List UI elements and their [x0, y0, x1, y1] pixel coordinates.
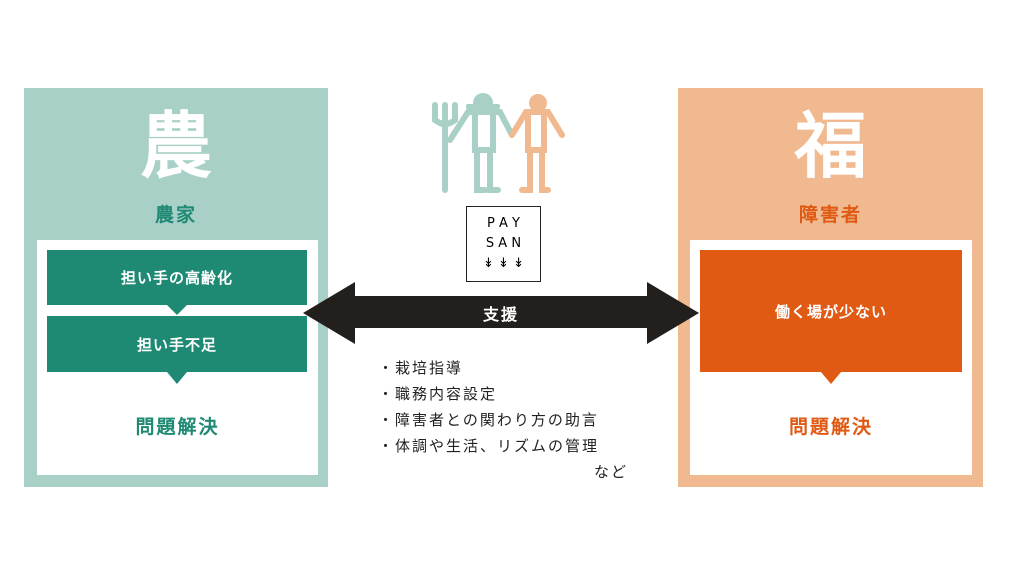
farmer-inner-box: 担い手の高齢化 担い手不足 問題解決	[37, 240, 318, 475]
few-workplaces-box: 働く場が少ない	[700, 250, 962, 372]
pointer-triangle	[821, 372, 841, 384]
support-item: ・障害者との関わり方の助言	[378, 411, 599, 429]
support-label: 支援	[482, 305, 519, 324]
pointer-triangle	[167, 305, 187, 315]
support-list: ・栽培指導 ・職務内容設定 ・障害者との関わり方の助言 ・体調や生活、リズムの管…	[378, 355, 638, 485]
welfare-inner-box: 働く場が少ない 問題解決	[690, 240, 972, 475]
farmer-figures-icon	[432, 93, 565, 193]
farmer-panel: 農 農家 担い手の高齢化 担い手不足 問題解決	[24, 88, 328, 487]
farmer-label: 農家	[154, 204, 197, 226]
logo-line: P A Y	[487, 216, 520, 231]
welfare-panel: 福 障害者 働く場が少ない 問題解決	[678, 88, 983, 487]
pointer-triangle	[167, 372, 187, 384]
logo-line: S A N	[485, 236, 522, 251]
paysan-logo: P A Y S A N ↡ ↡ ↡	[466, 206, 541, 282]
farmer-kanji: 農	[139, 104, 212, 188]
worker-shortage-box: 担い手不足	[47, 316, 307, 372]
logo-line: ↡ ↡ ↡	[483, 256, 524, 271]
welfare-label: 障害者	[798, 204, 862, 226]
support-item: ・体調や生活、リズムの管理	[378, 437, 600, 455]
farmer-result: 問題解決	[135, 416, 220, 438]
support-double-arrow	[303, 282, 699, 344]
support-item: ・職務内容設定	[378, 385, 498, 403]
welfare-kanji: 福	[794, 104, 867, 188]
welfare-result: 問題解決	[788, 416, 873, 438]
aging-workers-box: 担い手の高齢化	[47, 250, 307, 305]
support-item: ・栽培指導	[378, 359, 464, 377]
support-suffix: など	[593, 463, 628, 481]
